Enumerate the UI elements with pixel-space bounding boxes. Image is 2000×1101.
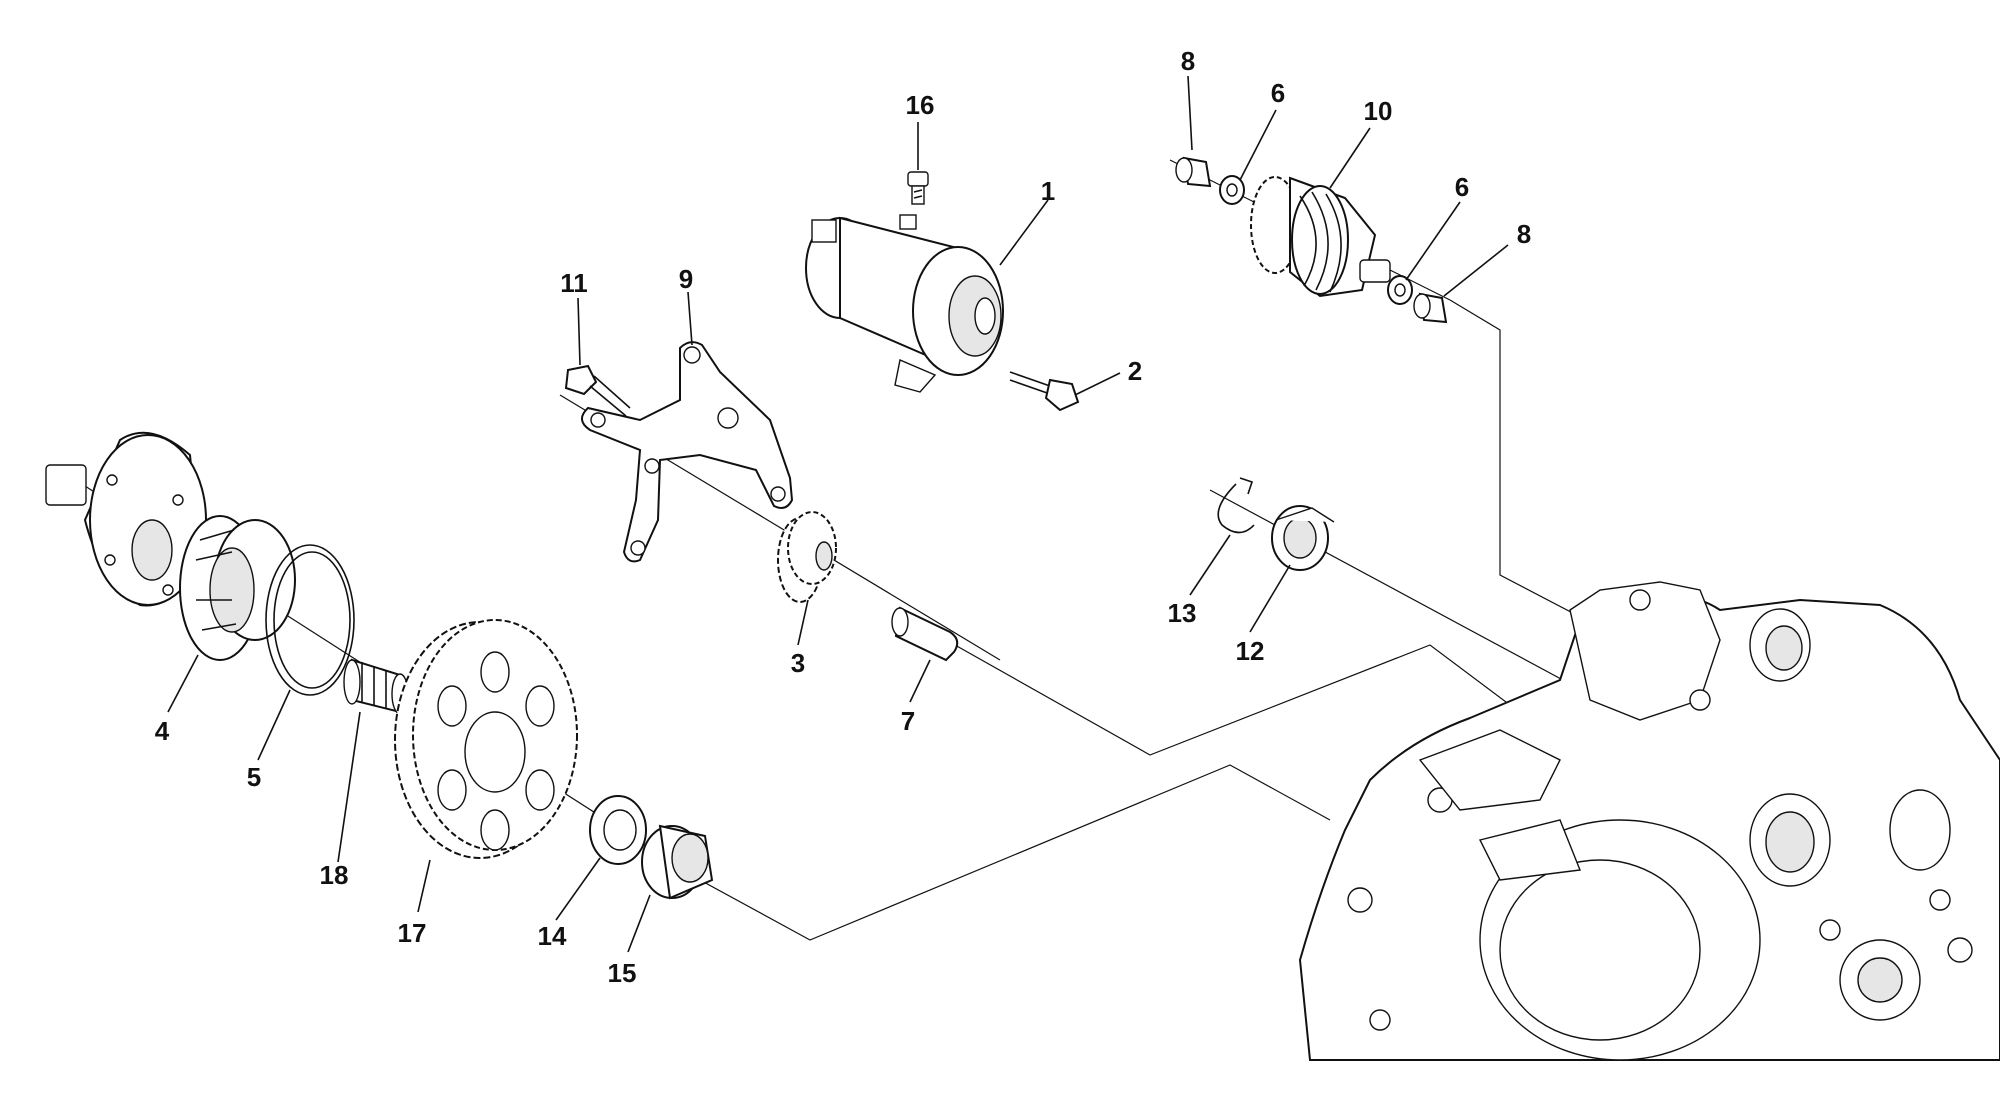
washer-part-6-upper bbox=[1219, 175, 1245, 205]
bracket-part-9 bbox=[581, 341, 794, 563]
part-label-10: 10 bbox=[1364, 96, 1393, 126]
part-label-5: 5 bbox=[247, 762, 261, 792]
part-label-16: 16 bbox=[906, 90, 935, 120]
bush-part-8-lower bbox=[1413, 292, 1448, 324]
part-label-6-upper: 6 bbox=[1271, 78, 1285, 108]
label-leaders bbox=[167, 75, 1509, 953]
part-label-18: 18 bbox=[320, 860, 349, 890]
part-label-11: 11 bbox=[560, 268, 588, 298]
bearing-part-12 bbox=[1271, 505, 1335, 571]
screw-part-16 bbox=[907, 171, 929, 205]
part-label-13: 13 bbox=[1168, 598, 1197, 628]
part-label-15: 15 bbox=[608, 958, 637, 988]
crankcase bbox=[1298, 581, 2000, 1061]
part-label-17: 17 bbox=[398, 918, 427, 948]
part-label-9: 9 bbox=[679, 264, 693, 294]
starter-motor-part-1 bbox=[805, 214, 1004, 393]
part-label-1: 1 bbox=[1041, 176, 1055, 206]
part-label-3: 3 bbox=[791, 648, 805, 678]
oring-part-5 bbox=[265, 544, 355, 696]
bush-part-8-upper bbox=[1175, 156, 1212, 188]
part-label-8-upper: 8 bbox=[1181, 46, 1195, 76]
bolt-part-2 bbox=[1009, 371, 1080, 412]
washer-part-6-lower bbox=[1387, 275, 1413, 305]
bolt-part-11 bbox=[564, 364, 631, 417]
flywheel bbox=[45, 431, 207, 607]
part-label-8-lower: 8 bbox=[1517, 219, 1531, 249]
part-label-6-lower: 6 bbox=[1455, 172, 1469, 202]
part-number-labels: 1 2 3 4 5 6 6 7 8 8 9 10 11 12 13 14 15 … bbox=[155, 46, 1531, 988]
part-label-7: 7 bbox=[901, 706, 915, 736]
seal-part-14 bbox=[589, 795, 647, 865]
part-label-2: 2 bbox=[1128, 356, 1142, 386]
part-label-12: 12 bbox=[1236, 636, 1265, 666]
bearing-part-15 bbox=[641, 824, 714, 900]
part-label-4: 4 bbox=[155, 716, 170, 746]
circlip-part-13 bbox=[1217, 477, 1255, 534]
pinion-part-10 bbox=[1250, 176, 1391, 298]
gear-part-3 bbox=[777, 511, 837, 603]
pin-part-7 bbox=[891, 606, 959, 662]
gear-part-17 bbox=[394, 619, 578, 859]
part-label-14: 14 bbox=[538, 921, 567, 951]
